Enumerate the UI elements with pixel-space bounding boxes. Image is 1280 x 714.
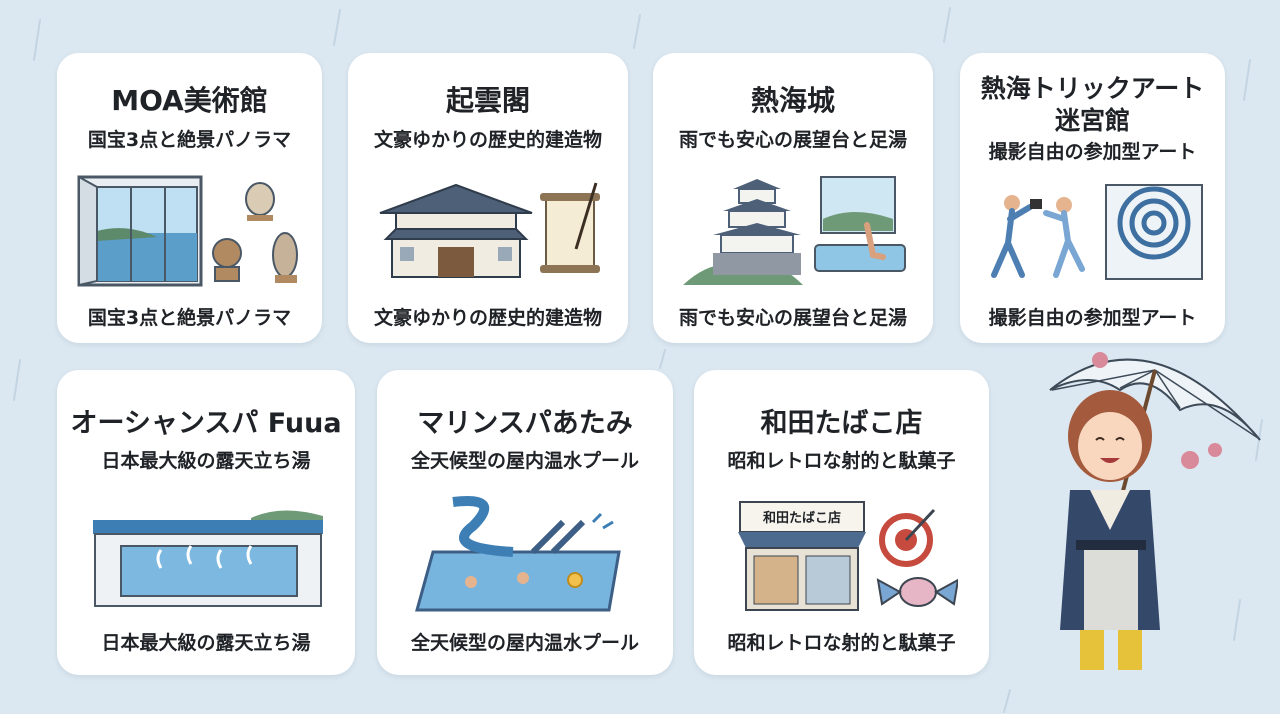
girl-with-umbrella-illustration xyxy=(1049,352,1261,670)
card-moa-museum[interactable]: MOA美術館 国宝3点と絶景パノラマ 国宝3点と絶景パノラマ xyxy=(57,53,322,343)
card-trick-art-museum[interactable]: 熱海トリックアート 迷宮館 撮影自由の参加型アート 撮影自由の参加型アート xyxy=(960,53,1225,343)
card-subtitle: 昭和レトロな射的と駄菓子 xyxy=(727,450,956,472)
card-title: 起雲閣 xyxy=(445,84,530,117)
card-subtitle: 撮影自由の参加型アート xyxy=(988,141,1197,163)
card-title: 和田たばこ店 xyxy=(760,408,923,439)
card-caption: 文豪ゆかりの歴史的建造物 xyxy=(373,307,602,329)
shop-sign-text: 和田たばこ店 xyxy=(763,510,841,526)
card-marine-spa-atami[interactable]: マリンスパあたみ 全天候型の屋内温水プール 全天候型の屋内温水プール xyxy=(377,370,673,675)
card-kiunkaku[interactable]: 起雲閣 文豪ゆかりの歴史的建造物 文豪ゆかりの歴史的建造物 xyxy=(348,53,628,343)
card-title-line1: 熱海トリックアート xyxy=(980,74,1205,103)
card-title: オーシャンスパ Fuua xyxy=(70,408,342,439)
card-caption: 日本最大級の露天立ち湯 xyxy=(101,632,311,654)
card-subtitle: 全天候型の屋内温水プール xyxy=(410,450,639,472)
outdoor-bath-icon xyxy=(93,510,323,607)
card-caption: 全天候型の屋内温水プール xyxy=(410,632,639,654)
card-title: MOA美術館 xyxy=(111,84,268,117)
card-caption: 昭和レトロな射的と駄菓子 xyxy=(727,632,956,654)
card-caption: 撮影自由の参加型アート xyxy=(988,307,1197,329)
card-title-line2: 迷宮館 xyxy=(1054,106,1130,135)
trick-art-icon xyxy=(991,184,1203,280)
card-subtitle: 文豪ゆかりの歴史的建造物 xyxy=(373,129,602,151)
card-ocean-spa-fuua[interactable]: オーシャンスパ Fuua 日本最大級の露天立ち湯 日本最大級の露天立ち湯 xyxy=(57,370,355,675)
castle-icon xyxy=(683,176,906,285)
card-caption: 国宝3点と絶景パノラマ xyxy=(87,307,292,329)
card-subtitle: 国宝3点と絶景パノラマ xyxy=(87,129,292,151)
card-title: マリンスパあたみ xyxy=(417,408,633,439)
museum-window-icon xyxy=(77,175,298,287)
card-wada-tobacco-shop[interactable]: 和田たばこ店 昭和レトロな射的と駄菓子 和田たばこ店 昭和レトロな射的と駄菓子 xyxy=(694,370,989,675)
water-slide-pool-icon xyxy=(415,496,621,612)
card-caption: 雨でも安心の展望台と足湯 xyxy=(678,307,907,329)
card-title: 熱海城 xyxy=(750,84,835,117)
card-subtitle: 雨でも安心の展望台と足湯 xyxy=(678,129,907,151)
card-atami-castle[interactable]: 熱海城 雨でも安心の展望台と足湯 雨でも安心の展望台と足湯 xyxy=(653,53,933,343)
historic-building-icon xyxy=(379,182,600,278)
retro-shop-icon: 和田たばこ店 xyxy=(738,501,958,611)
card-subtitle: 日本最大級の露天立ち湯 xyxy=(101,450,311,472)
